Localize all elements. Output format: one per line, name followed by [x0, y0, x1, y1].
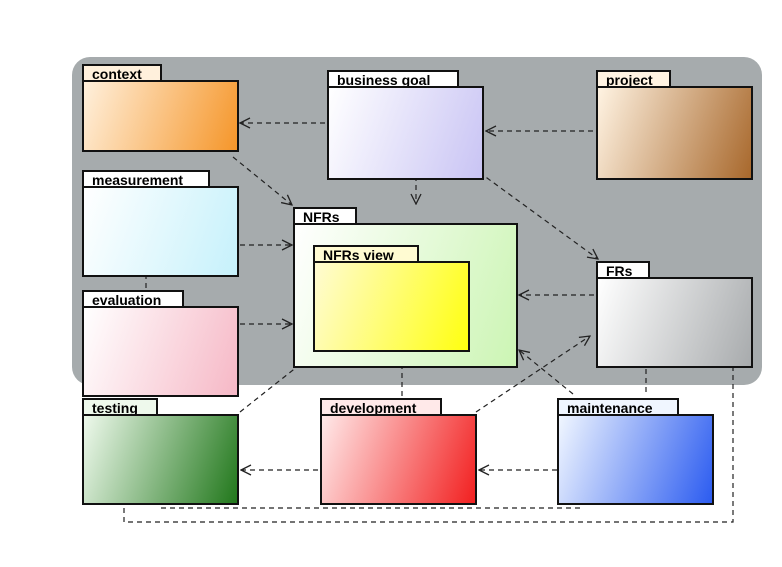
dependency-arrow [519, 350, 574, 395]
package-label: business goal [327, 70, 459, 88]
dependency-arrow [232, 156, 292, 205]
package-body [82, 186, 239, 277]
package-body [82, 306, 239, 397]
package-evaluation[interactable]: evaluation [82, 290, 239, 399]
package-body [313, 261, 470, 352]
package-body [82, 414, 239, 505]
package-frs[interactable]: FRs [596, 261, 753, 370]
package-business-goal[interactable]: business goal [327, 70, 484, 182]
dependency-arrow [471, 166, 598, 259]
package-context[interactable]: context [82, 64, 239, 154]
package-testing[interactable]: testing [82, 398, 239, 507]
package-body [596, 86, 753, 180]
package-maintenance[interactable]: maintenance [557, 398, 714, 507]
package-development[interactable]: development [320, 398, 477, 507]
package-label: context [82, 64, 162, 82]
package-body [557, 414, 714, 505]
package-label: FRs [596, 261, 650, 279]
package-label: project [596, 70, 671, 88]
dependency-arrow [123, 351, 733, 523]
package-label: measurement [82, 170, 210, 188]
package-body [596, 277, 753, 368]
package-measurement[interactable]: measurement [82, 170, 239, 279]
package-body [82, 80, 239, 152]
package-body [327, 86, 484, 180]
package-label: NFRs [293, 207, 357, 225]
package-label: development [320, 398, 442, 416]
package-project[interactable]: project [596, 70, 753, 182]
package-label: maintenance [557, 398, 679, 416]
dependency-arrow [475, 336, 590, 413]
package-label: NFRs view [313, 245, 419, 263]
package-body [320, 414, 477, 505]
package-label: testing [82, 398, 158, 416]
package-label: evaluation [82, 290, 184, 308]
package-nfrs-view[interactable]: NFRs view [313, 245, 470, 354]
